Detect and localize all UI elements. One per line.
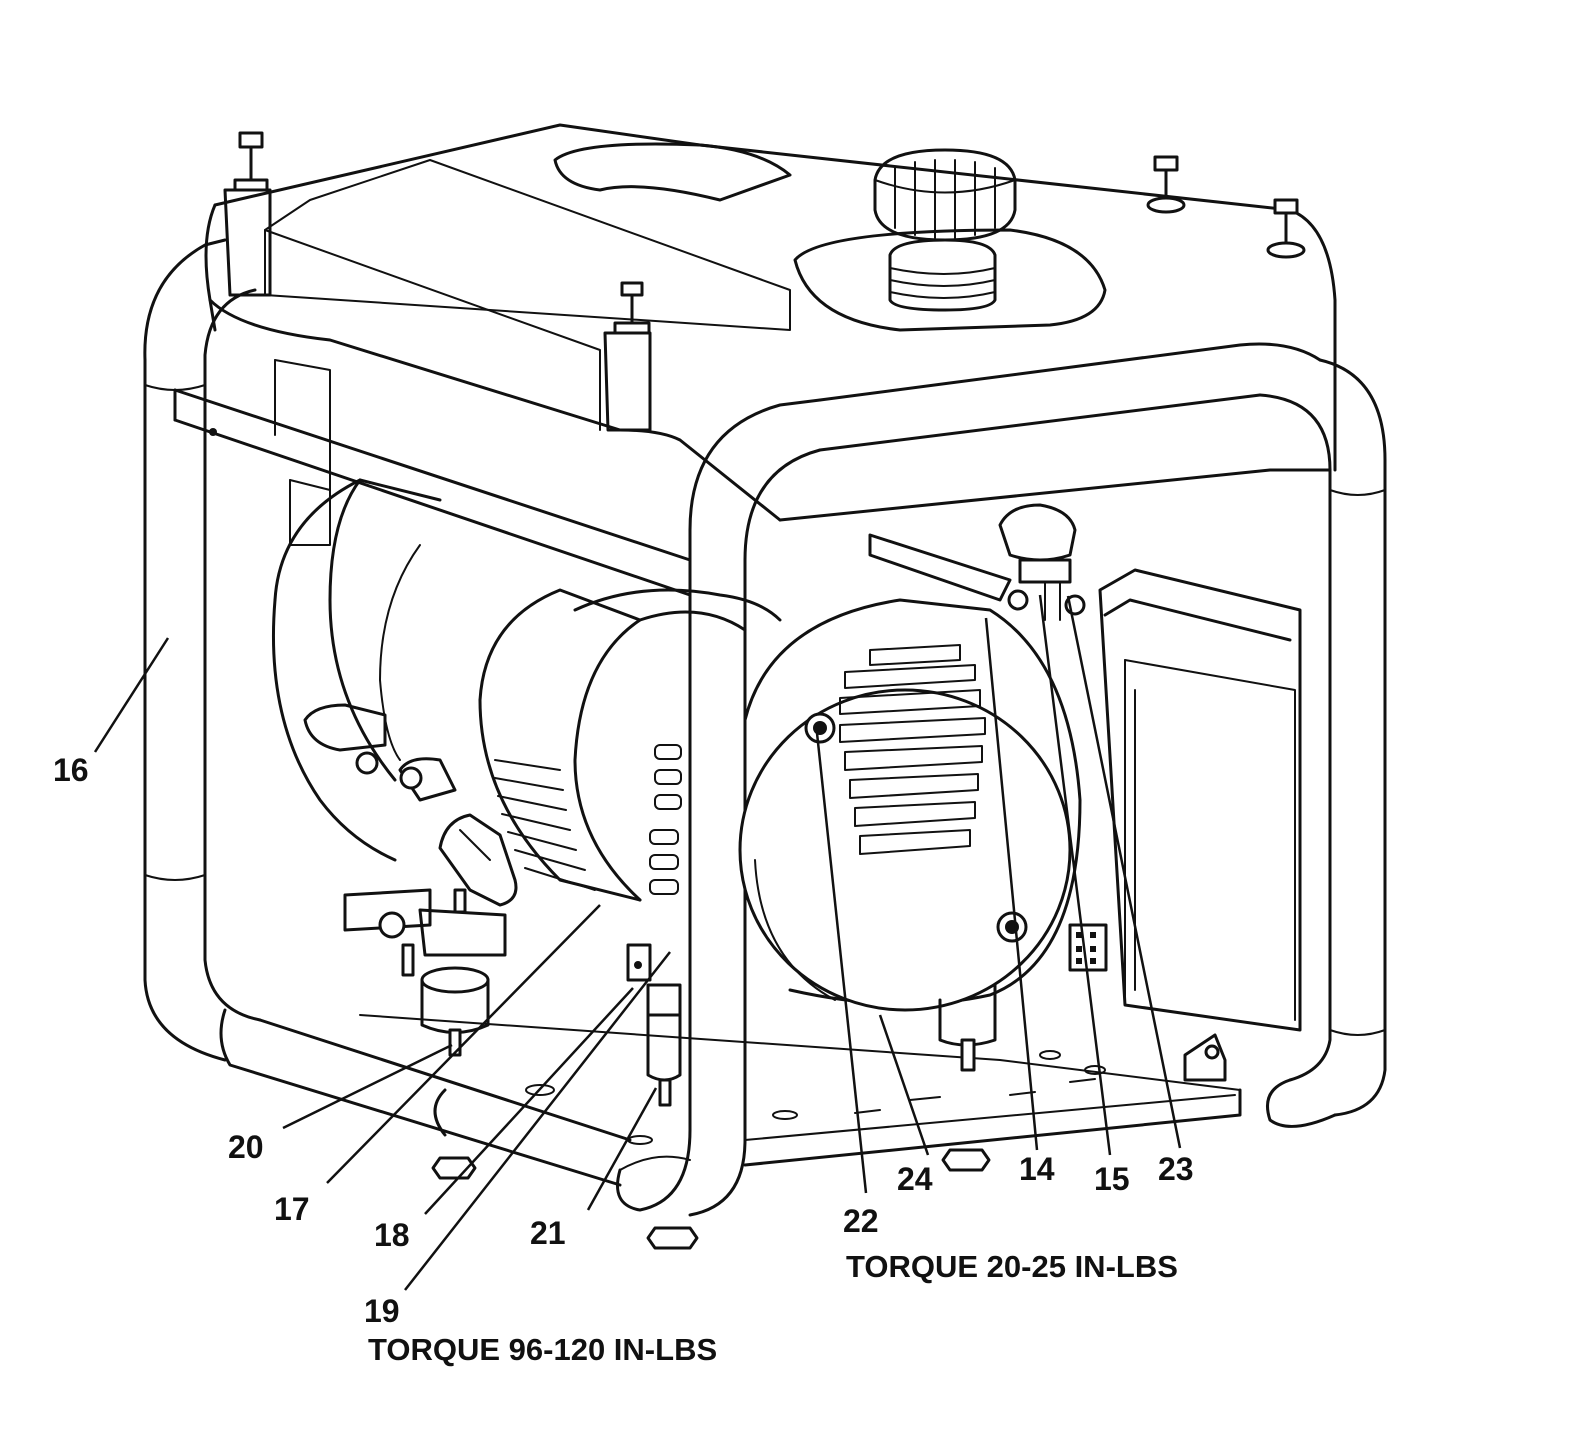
callout-22: 22 — [843, 1203, 879, 1239]
leader-lines — [93, 594, 1182, 1291]
leader-17 — [326, 904, 601, 1184]
torque-note-left: TORQUE 96-120 IN-LBS — [368, 1332, 717, 1367]
fuel-tank — [204, 123, 1337, 522]
leader-20 — [282, 1043, 453, 1130]
engine-body — [271, 478, 518, 907]
leader-16 — [93, 637, 170, 753]
alternator — [478, 588, 782, 902]
callout-15: 15 — [1094, 1161, 1130, 1197]
leader-19 — [404, 951, 671, 1291]
torque-notes: TORQUE 20-25 IN-LBS TORQUE 96-120 IN-LBS — [368, 1249, 1178, 1367]
leader-18 — [424, 987, 634, 1215]
callout-16: 16 — [53, 752, 89, 788]
callout-23: 23 — [1158, 1151, 1194, 1187]
callout-24: 24 — [897, 1161, 933, 1197]
control-box — [1068, 568, 1302, 1032]
mounts — [343, 888, 1227, 1250]
leader-24 — [878, 1014, 930, 1156]
callout-labels: 16 20 17 18 19 21 22 24 14 15 23 — [53, 752, 1194, 1329]
leader-23 — [1066, 595, 1182, 1149]
leader-15 — [1038, 594, 1112, 1156]
callout-20: 20 — [228, 1129, 264, 1165]
callout-18: 18 — [374, 1217, 410, 1253]
callout-14: 14 — [1019, 1151, 1055, 1187]
leader-22 — [815, 732, 868, 1194]
fuel-valve — [868, 503, 1086, 621]
tank-mount-bolts — [223, 131, 1306, 432]
leader-21 — [586, 1087, 658, 1211]
leader-14 — [984, 617, 1039, 1151]
end-cover — [738, 598, 1082, 1072]
tube-frame — [143, 238, 1387, 1217]
callout-19: 19 — [364, 1293, 400, 1329]
callout-17: 17 — [274, 1191, 310, 1227]
callout-21: 21 — [530, 1215, 566, 1251]
cross-bar — [173, 359, 692, 597]
torque-note-right: TORQUE 20-25 IN-LBS — [846, 1249, 1178, 1284]
